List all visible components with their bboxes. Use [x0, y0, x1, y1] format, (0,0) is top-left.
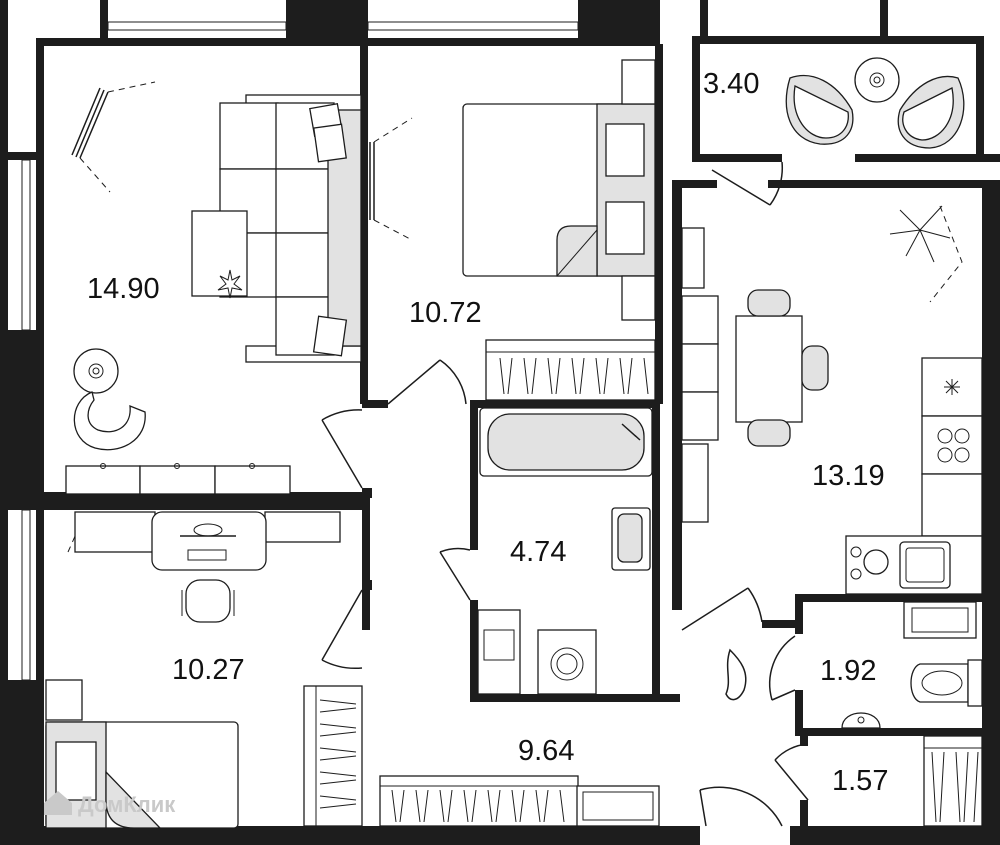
- room-area-living: 14.90: [87, 273, 160, 305]
- room-area-bathroom: 4.74: [510, 536, 566, 568]
- room-area-toilet: 1.92: [820, 655, 876, 687]
- storage-furniture: [923, 735, 983, 827]
- doors: [321, 161, 809, 827]
- watermark-logo-icon: [44, 791, 72, 815]
- room-labels: 14.90 10.72 3.40 13.19 4.74 10.27 9.64 1…: [87, 68, 888, 797]
- room-area-bedroom: 10.72: [409, 297, 482, 329]
- watermark: ДомКлик: [44, 791, 176, 817]
- child-room-furniture: [45, 511, 363, 829]
- kitchen-furniture: [681, 205, 983, 595]
- watermark-text: ДомКлик: [78, 792, 176, 817]
- room-area-balcony: 3.40: [703, 68, 759, 100]
- living-room-furniture: [65, 81, 362, 495]
- balcony-furniture: [785, 57, 965, 149]
- room-area-kitchen: 13.19: [812, 460, 885, 492]
- bedroom-furniture: [369, 59, 656, 401]
- hall-furniture: [379, 648, 747, 827]
- room-area-storage: 1.57: [832, 765, 888, 797]
- toilet-furniture: [841, 601, 983, 729]
- room-area-child-room: 10.27: [172, 654, 245, 686]
- room-area-hall: 9.64: [518, 735, 574, 767]
- bathroom-furniture: [477, 407, 653, 695]
